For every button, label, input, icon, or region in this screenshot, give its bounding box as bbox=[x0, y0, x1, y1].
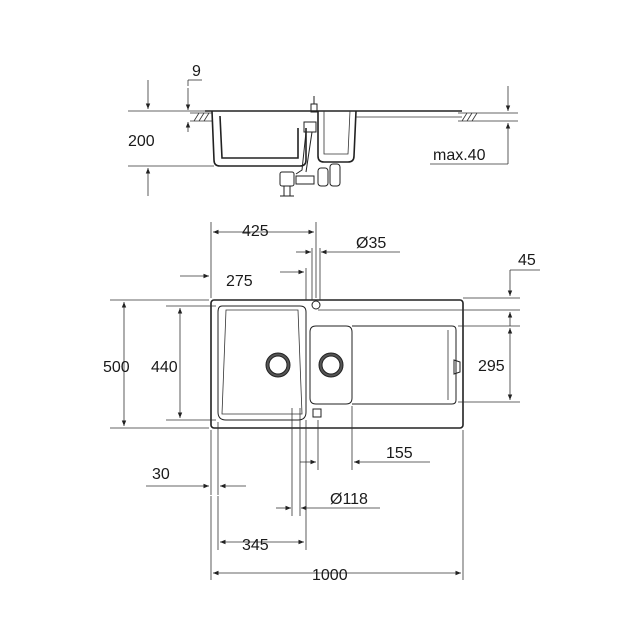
dim-small-bowl-offset: 275 bbox=[180, 268, 307, 300]
dim-drainer-depth: 295 bbox=[458, 325, 520, 403]
dim-small-bowl-offset-label: 275 bbox=[226, 273, 253, 290]
dim-drainer-depth-label: 295 bbox=[478, 358, 505, 375]
main-bowl bbox=[217, 305, 307, 421]
dim-left-margin: 30 bbox=[146, 422, 246, 495]
dim-top-thickness-label: 9 bbox=[192, 63, 201, 80]
top-view: 425 Ø35 45 275 bbox=[103, 222, 540, 584]
dim-depth: 200 bbox=[128, 80, 214, 196]
sink-outline bbox=[210, 299, 464, 429]
dim-bowl-width: 345 bbox=[217, 420, 307, 554]
dim-waste-hole-label: Ø118 bbox=[330, 491, 368, 508]
dim-right-edge-label: 45 bbox=[518, 252, 536, 269]
dim-waste-hole: Ø118 bbox=[276, 408, 380, 516]
dim-drainer-offset: 155 bbox=[300, 406, 430, 470]
waste-fitting bbox=[279, 96, 341, 197]
dim-total-width: 1000 bbox=[210, 430, 464, 584]
dim-total-depth: 500 bbox=[103, 299, 209, 429]
dim-bowl-width-label: 345 bbox=[242, 537, 269, 554]
overflow-icon bbox=[312, 408, 322, 418]
drainer-handle bbox=[453, 359, 461, 375]
waste-hole-main bbox=[265, 352, 291, 378]
dim-total-width-label: 1000 bbox=[312, 567, 348, 584]
dim-bowl-depth: 440 bbox=[151, 305, 216, 421]
dim-tap-offset: 425 bbox=[210, 222, 317, 298]
worktop-right-hatch bbox=[458, 112, 480, 122]
dim-tap-offset-label: 425 bbox=[242, 223, 269, 240]
dim-bowl-depth-label: 440 bbox=[151, 359, 178, 376]
tap-hole bbox=[311, 300, 321, 310]
dim-max-thickness-label: max.40 bbox=[433, 147, 486, 164]
dim-top-thickness: 9 bbox=[185, 63, 202, 132]
dim-right-edge: 45 bbox=[318, 252, 540, 326]
waste-hole-small bbox=[318, 352, 344, 378]
dim-drainer-offset-label: 155 bbox=[386, 445, 413, 462]
dim-left-margin-label: 30 bbox=[152, 466, 170, 483]
dim-depth-label: 200 bbox=[128, 133, 155, 150]
dim-max-thickness: max.40 bbox=[430, 86, 518, 165]
dim-total-depth-label: 500 bbox=[103, 359, 130, 376]
worktop-left-hatch bbox=[190, 112, 212, 122]
small-bowl bbox=[309, 325, 353, 405]
side-view: 9 200 max.40 bbox=[128, 63, 518, 197]
dim-tap-hole-label: Ø35 bbox=[356, 235, 386, 252]
dim-tap-hole: Ø35 bbox=[296, 235, 400, 300]
drainer bbox=[352, 325, 457, 405]
sink-profile bbox=[205, 110, 462, 167]
